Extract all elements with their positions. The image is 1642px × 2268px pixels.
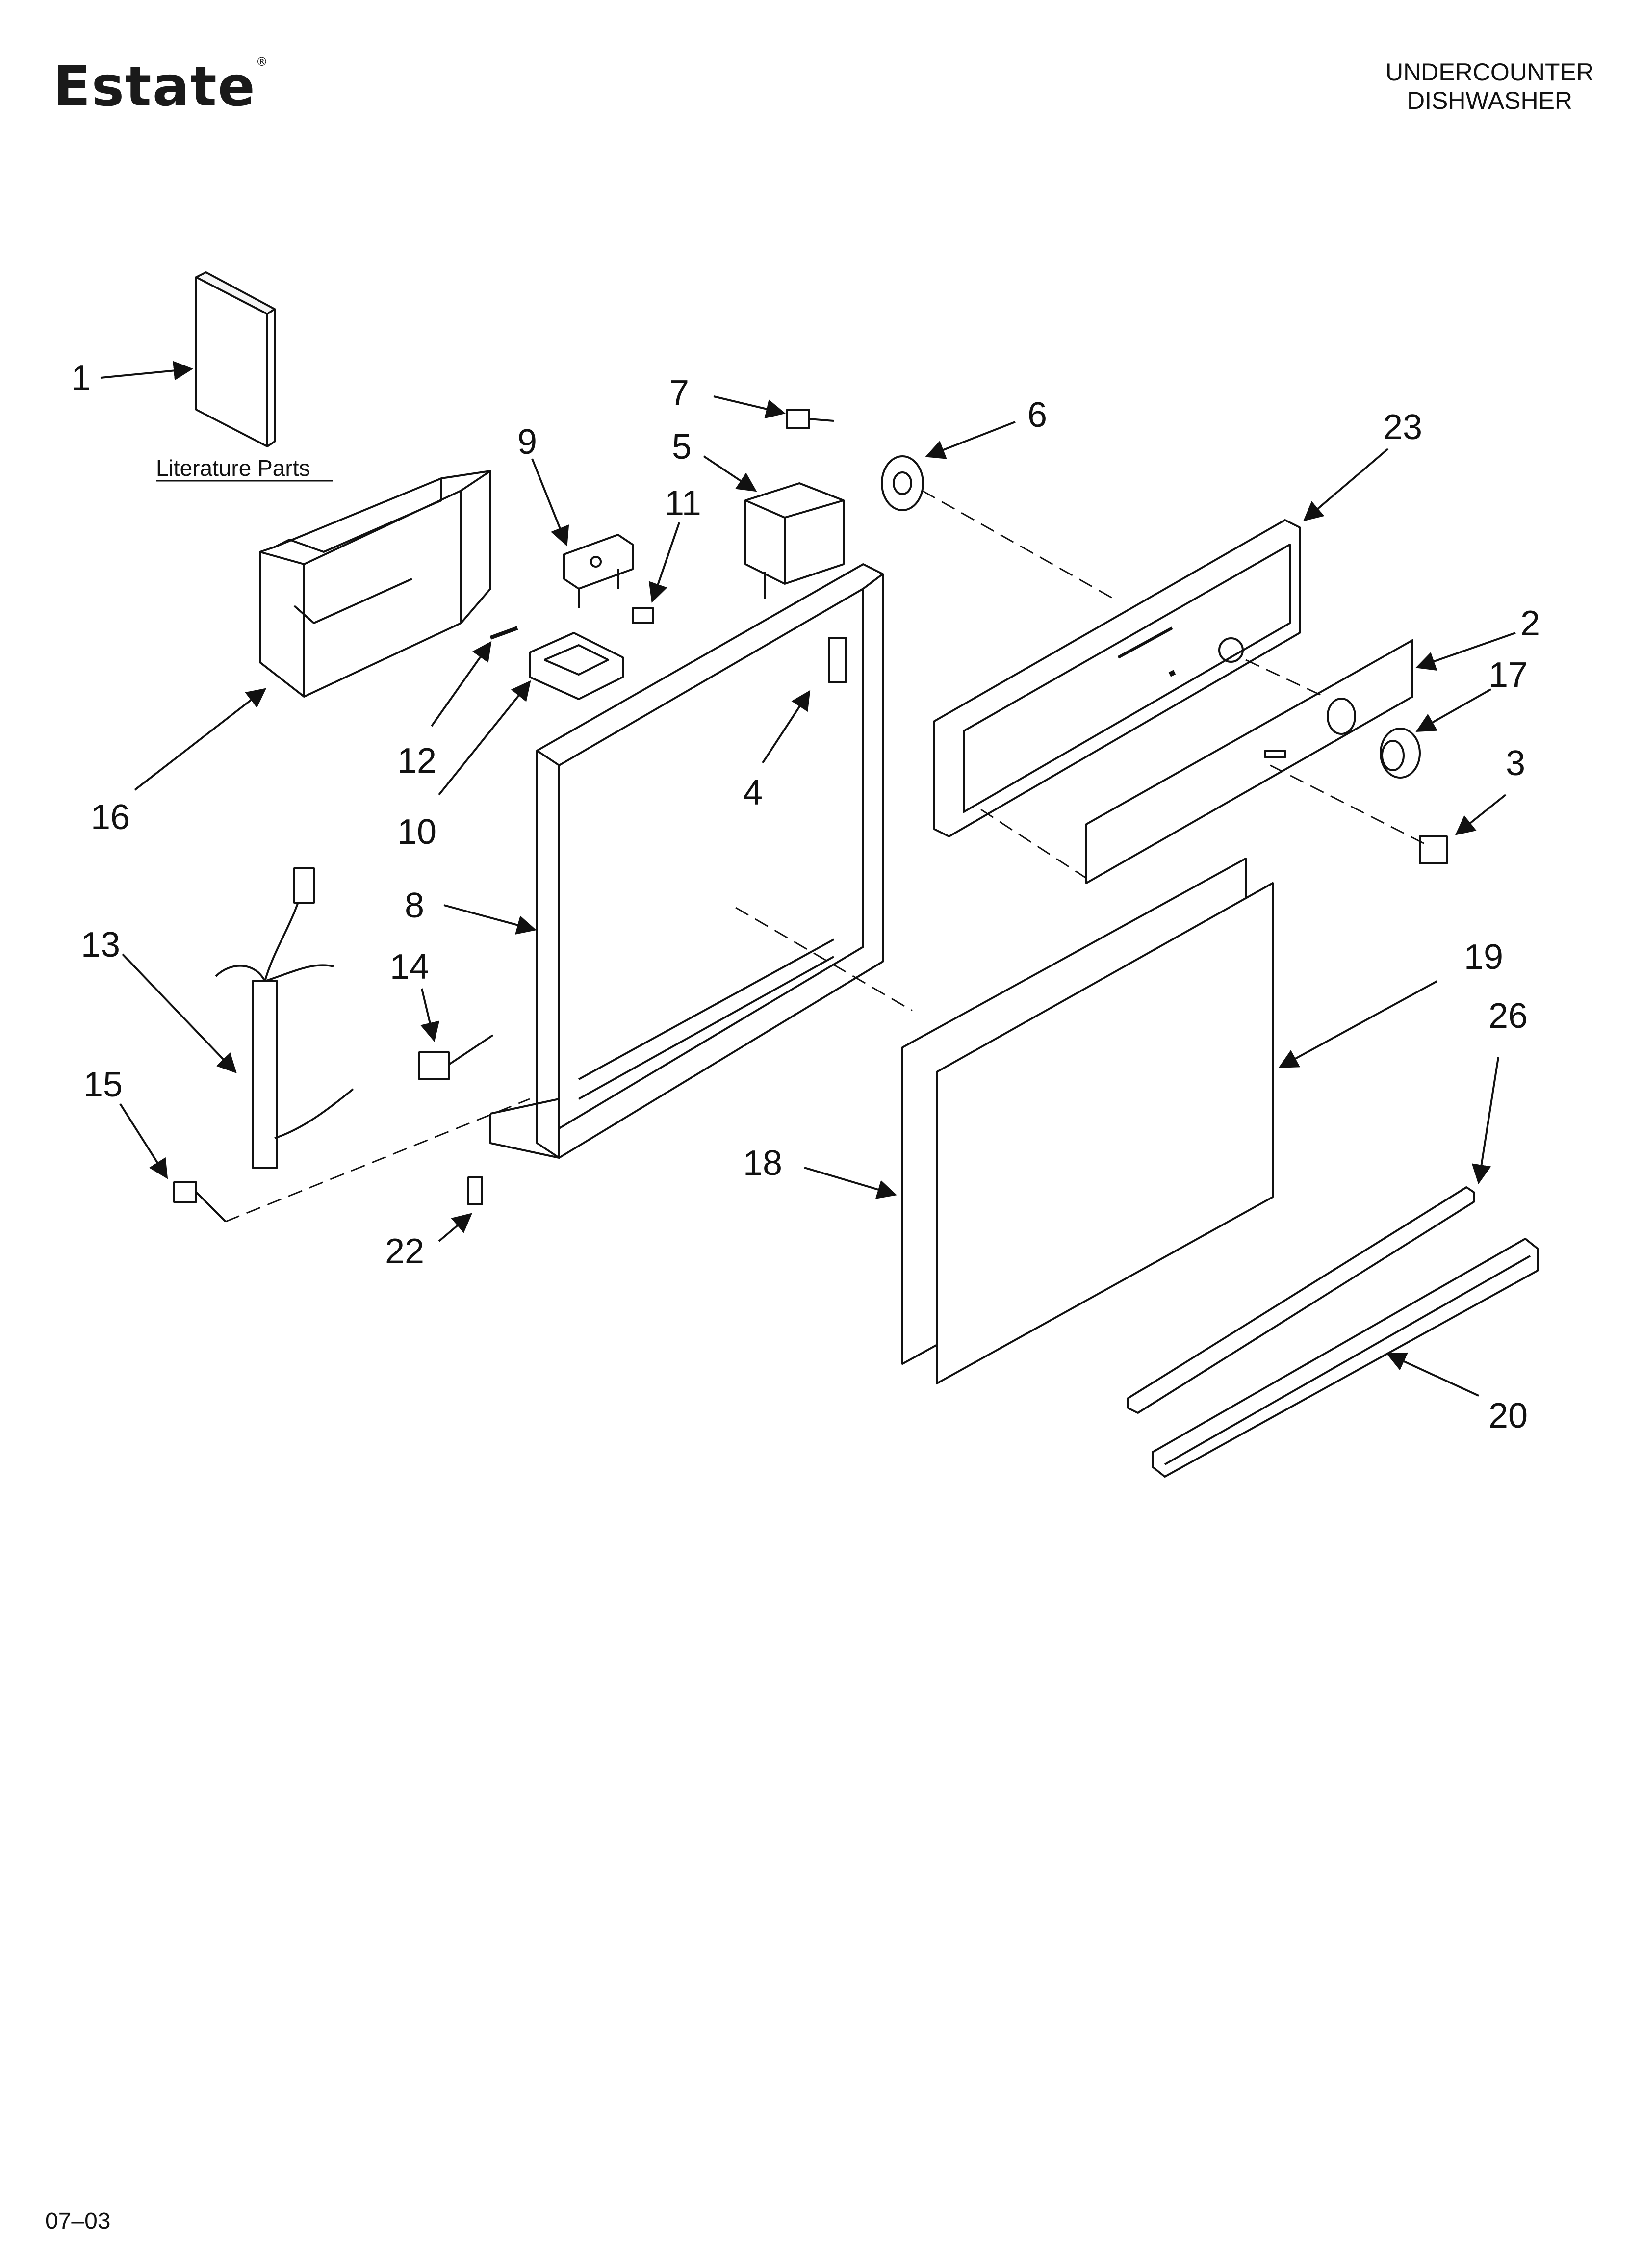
part-number-26: 26 <box>1488 996 1528 1036</box>
part-number-13: 13 <box>81 925 120 965</box>
part-number-8: 8 <box>405 886 424 925</box>
assembly-lines <box>225 490 1425 1223</box>
indicator-light <box>1419 835 1448 864</box>
bracket <box>529 632 624 700</box>
part-number-23: 23 <box>1383 408 1422 447</box>
part-number-3: 3 <box>1506 744 1525 783</box>
part-number-22: 22 <box>385 1232 424 1271</box>
screw <box>786 409 834 429</box>
brand-logo: Estate® <box>53 55 269 119</box>
part-number-15: 15 <box>83 1065 123 1104</box>
pin <box>489 626 518 640</box>
part-number-7: 7 <box>669 373 689 413</box>
part-number-17: 17 <box>1488 655 1528 695</box>
registered-mark: ® <box>256 55 269 69</box>
part-number-5: 5 <box>672 427 692 467</box>
switch-holder <box>563 534 634 608</box>
page-title: UNDERCOUNTER DISHWASHER <box>1385 58 1594 115</box>
part-number-4: 4 <box>743 773 763 812</box>
part-number-6: 6 <box>1027 395 1047 435</box>
part-number-12: 12 <box>397 741 436 781</box>
brand-name: Estate <box>53 55 256 119</box>
part-number-1: 1 <box>71 359 91 398</box>
literature-booklet <box>195 271 276 447</box>
door-panel-inner <box>936 882 1274 1384</box>
title-line-2: DISHWASHER <box>1407 87 1573 114</box>
part-number-11: 11 <box>665 484 701 523</box>
knob <box>1380 728 1421 779</box>
cover-shield <box>259 470 491 698</box>
literature-parts-label: Literature Parts <box>156 455 310 481</box>
switch-part <box>632 607 654 624</box>
sensor <box>418 1034 494 1080</box>
bottom-trim <box>1152 1238 1539 1478</box>
part-number-9: 9 <box>517 422 537 462</box>
harness-screw <box>173 1181 227 1223</box>
latch <box>828 637 847 683</box>
title-line-1: UNDERCOUNTER <box>1385 58 1594 86</box>
trim-strip <box>1127 1186 1475 1414</box>
date-code: 07–03 <box>45 2208 111 2234</box>
part-number-14: 14 <box>390 947 429 987</box>
timer-knob <box>881 455 924 511</box>
part-number-2: 2 <box>1520 604 1540 643</box>
part-number-18: 18 <box>743 1144 782 1183</box>
clip <box>467 1176 483 1205</box>
part-number-16: 16 <box>91 798 130 837</box>
timer <box>744 482 845 599</box>
part-number-10: 10 <box>397 812 436 852</box>
console <box>933 519 1301 837</box>
part-number-19: 19 <box>1464 938 1503 977</box>
panel <box>1085 639 1413 884</box>
wire-harness <box>215 867 354 1169</box>
part-number-20: 20 <box>1488 1396 1528 1435</box>
leader-arrows <box>100 361 1516 1397</box>
